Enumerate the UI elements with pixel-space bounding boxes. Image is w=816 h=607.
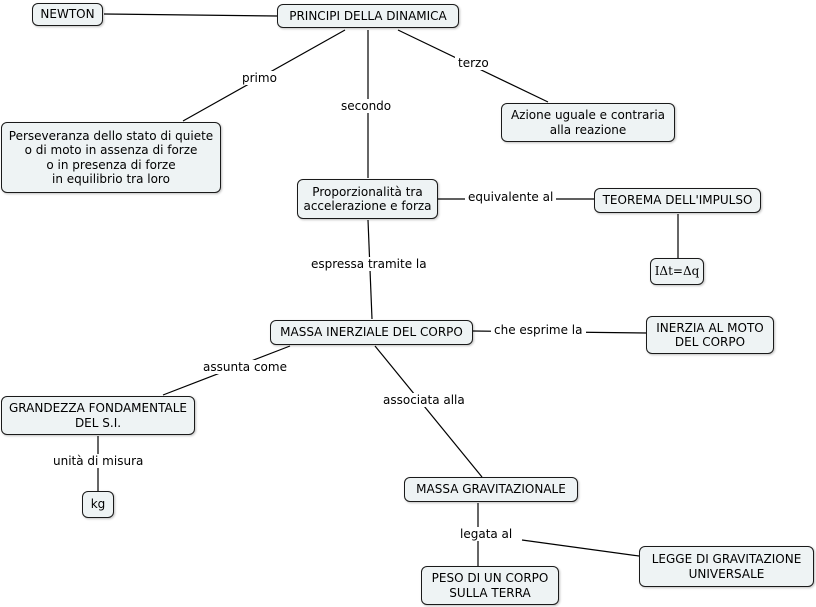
node-formula-impulso[interactable]: IΔt=Δq xyxy=(650,258,704,285)
edge-massa-gravitazionale xyxy=(374,345,483,478)
link-label-esprime: che esprime la xyxy=(491,323,586,337)
link-label-associata: associata alla xyxy=(380,393,468,407)
node-newton[interactable]: NEWTON xyxy=(32,3,103,26)
link-label-espressa: espressa tramite la xyxy=(308,257,430,271)
node-azione-reazione[interactable]: Azione uguale e contraria alla reazione xyxy=(501,103,675,142)
node-massa-gravitazionale[interactable]: MASSA GRAVITAZIONALE xyxy=(404,477,578,502)
link-label-legata: legata al xyxy=(457,527,516,541)
node-principi-della-dinamica[interactable]: PRINCIPI DELLA DINAMICA xyxy=(277,4,459,28)
link-label-assunta: assunta come xyxy=(200,360,290,374)
node-inerzia-moto[interactable]: INERZIA AL MOTO DEL CORPO xyxy=(646,316,774,354)
node-grandezza-fondamentale[interactable]: GRANDEZZA FONDAMENTALE DEL S.I. xyxy=(1,396,195,435)
link-label-primo: primo xyxy=(239,71,280,85)
node-perseveranza[interactable]: Perseveranza dello stato di quiete o di … xyxy=(1,122,221,193)
link-label-unita: unità di misura xyxy=(50,454,147,468)
node-peso-corpo[interactable]: PESO DI UN CORPO SULLA TERRA xyxy=(421,566,559,605)
node-massa-inerziale[interactable]: MASSA INERZIALE DEL CORPO xyxy=(270,320,473,345)
node-kg[interactable]: kg xyxy=(82,491,114,518)
link-label-secondo: secondo xyxy=(338,99,395,113)
edge-newton-principi xyxy=(103,13,278,17)
node-legge-gravitazione[interactable]: LEGGE DI GRAVITAZIONE UNIVERSALE xyxy=(639,546,814,587)
link-label-equivalente: equivalente al xyxy=(465,190,557,204)
node-proporzionalita[interactable]: Proporzionalità tra accelerazione e forz… xyxy=(297,179,438,219)
link-label-terzo: terzo xyxy=(455,56,492,70)
edge-legata-legge xyxy=(521,539,640,557)
node-teorema-impulso[interactable]: TEOREMA DELL'IMPULSO xyxy=(594,188,761,213)
